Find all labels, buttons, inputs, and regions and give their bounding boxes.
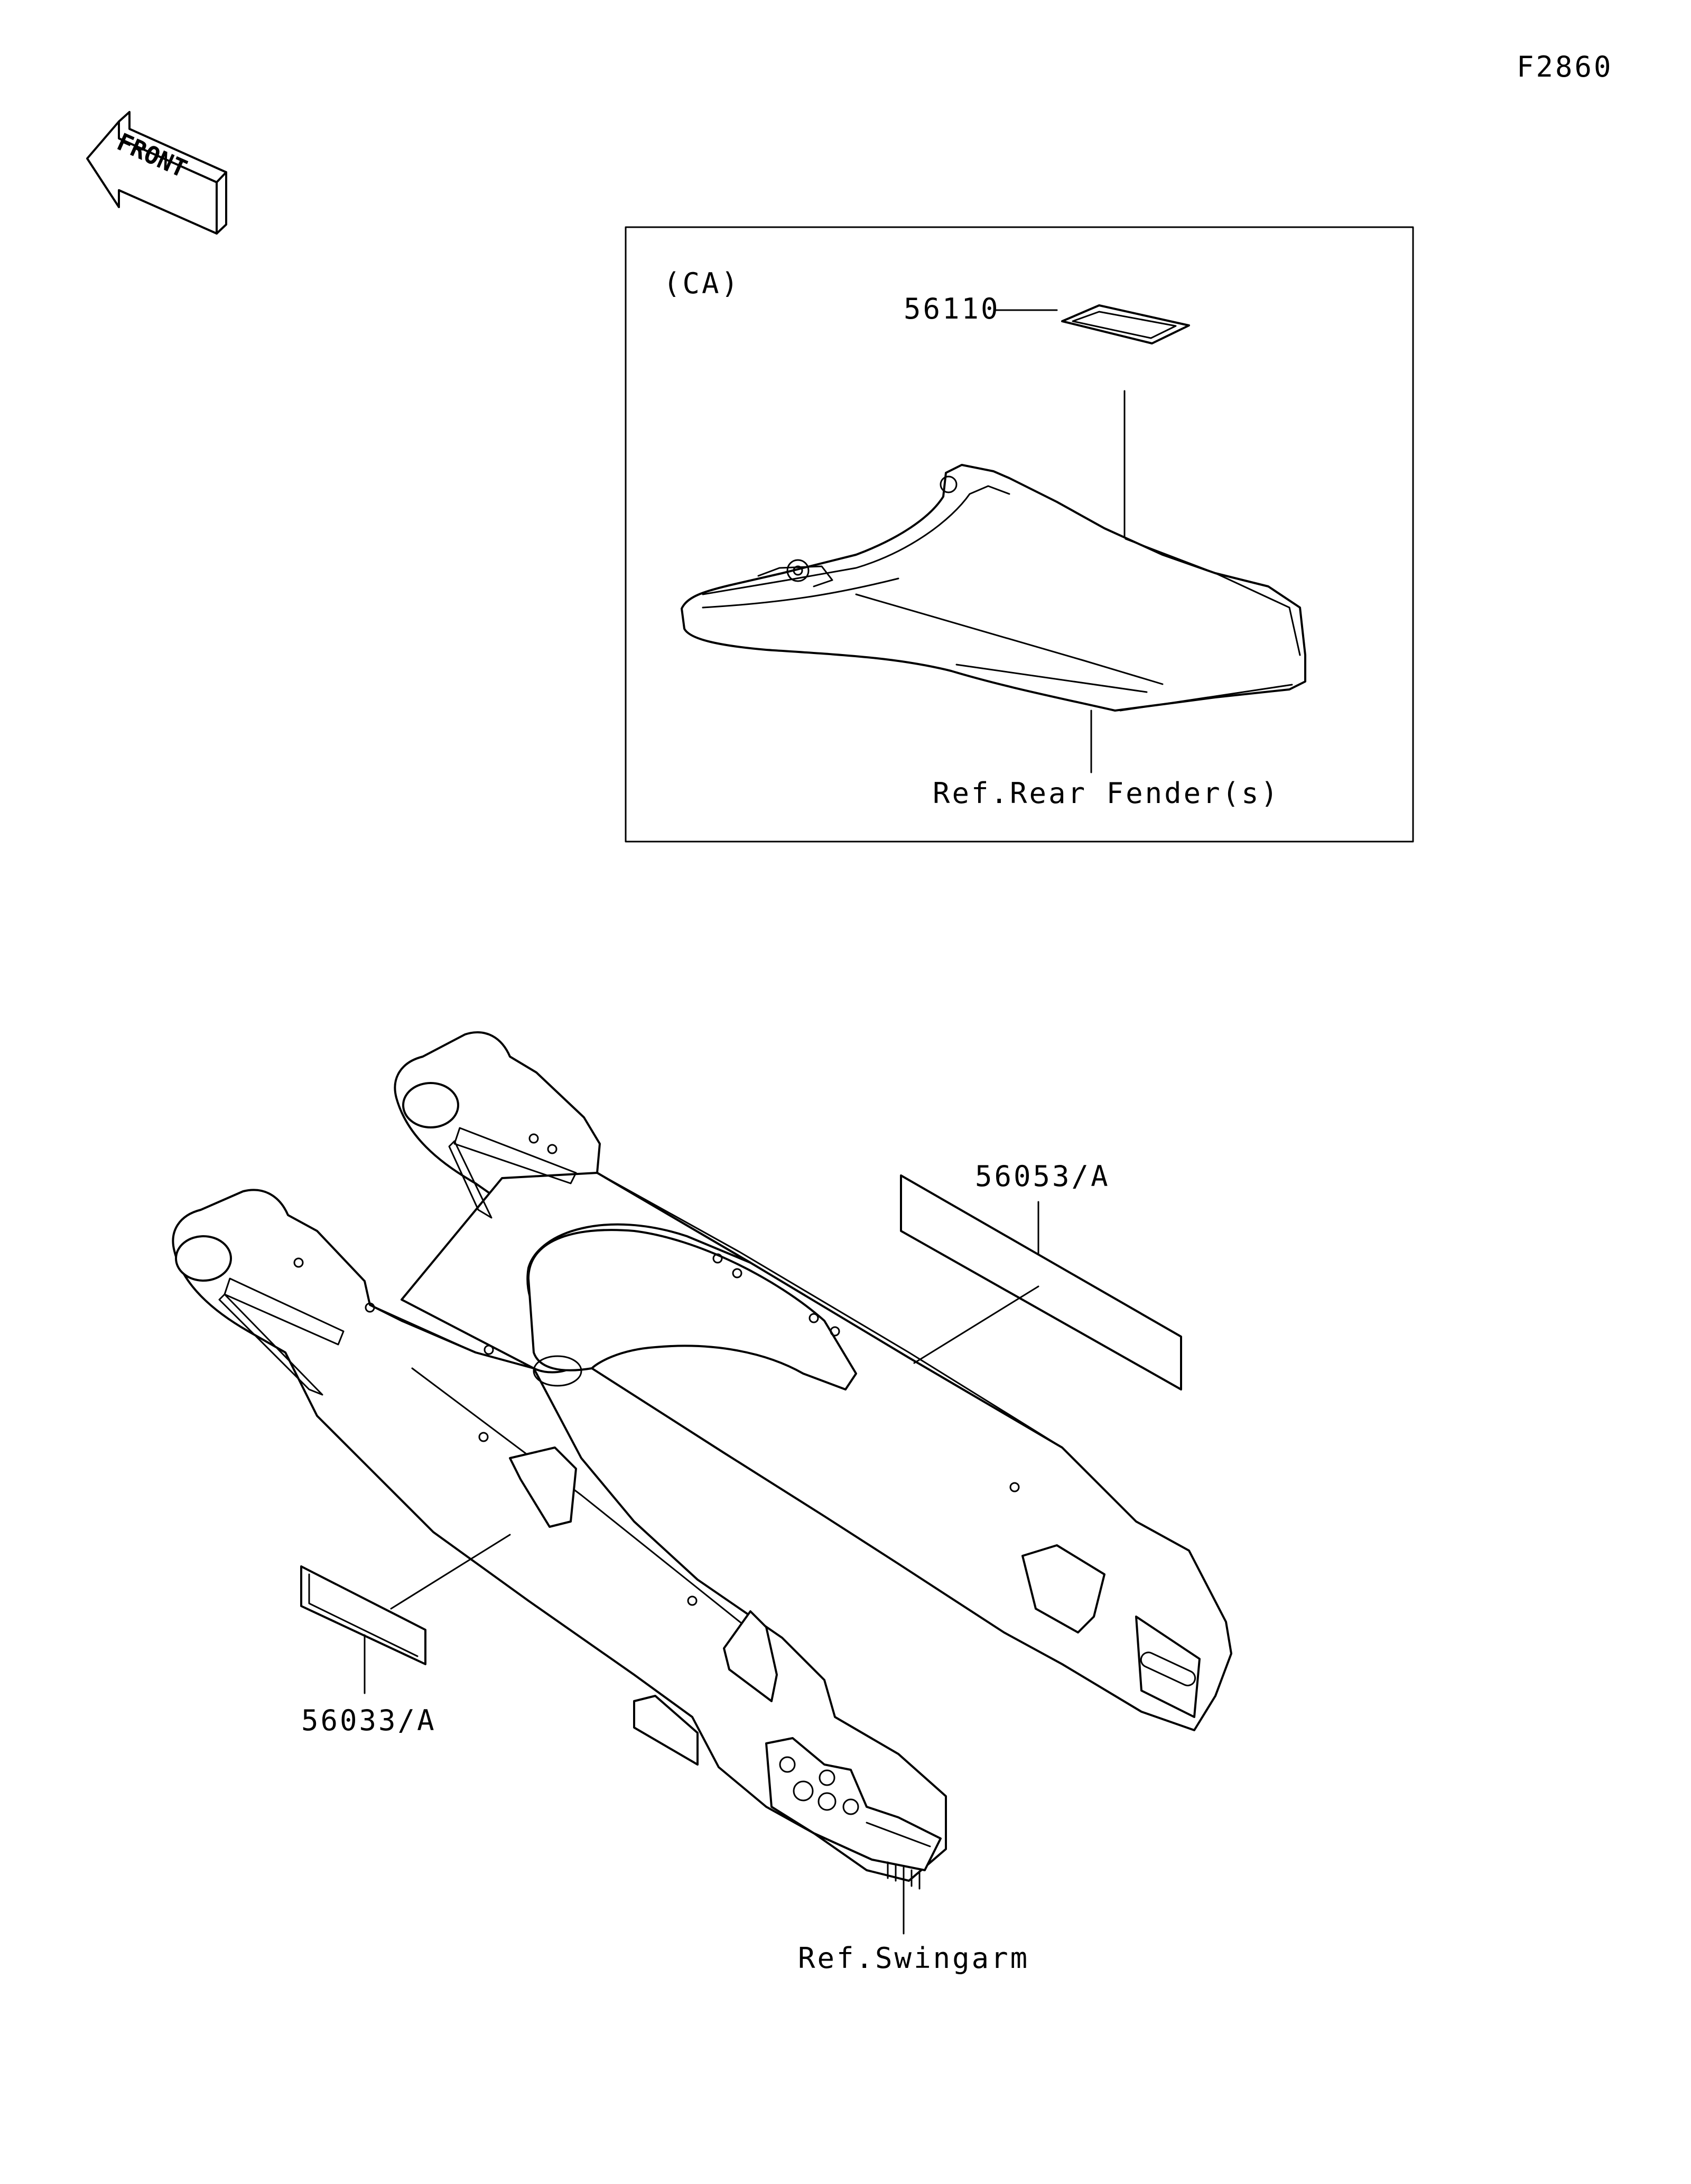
- swingarm: [172, 1031, 1232, 1890]
- inset-region-code: (CA): [663, 267, 740, 300]
- label-56110: [1061, 304, 1190, 344]
- front-arrow-icon: FRONT: [86, 111, 227, 235]
- swingarm-holes: [293, 1133, 1020, 1606]
- label-56033: [300, 1565, 426, 1665]
- part-number-56033: 56033/A: [301, 1704, 436, 1737]
- ref-rear-fender: Ref.Rear Fender(s): [933, 777, 1280, 810]
- part-number-56053: 56053/A: [975, 1160, 1110, 1193]
- part-number-56110: 56110: [904, 292, 1000, 325]
- inset-box: (CA) 56110 Ref.Rear Fender(s): [625, 226, 1414, 843]
- rear-fender: [681, 464, 1306, 712]
- label-56053: [900, 1174, 1182, 1390]
- ref-swingarm: Ref.Swingarm: [798, 1942, 1029, 1975]
- figure-code: F2860: [1517, 50, 1613, 83]
